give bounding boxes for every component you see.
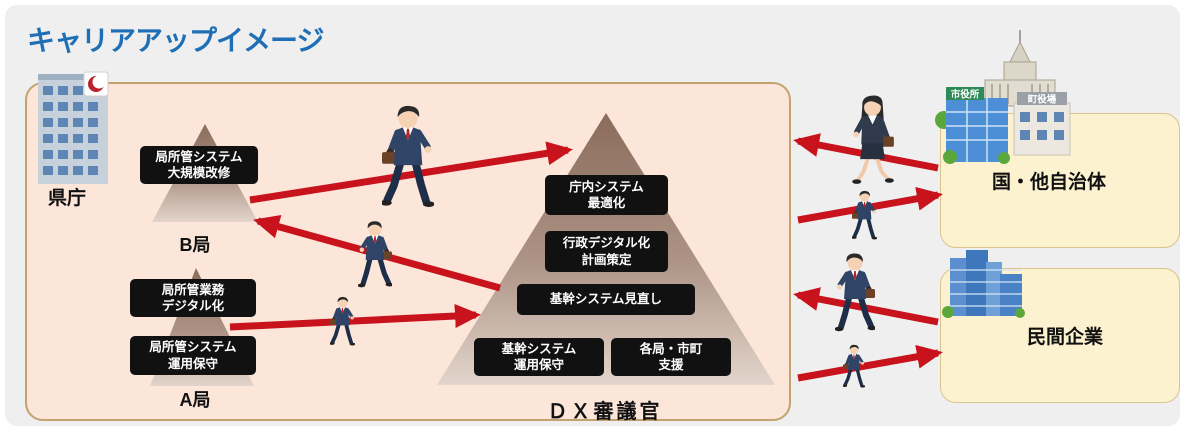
dx-label: ＤＸ審議官 [547, 401, 663, 423]
dx-task-box: 行政デジタル化 計画策定 [545, 231, 668, 272]
page-title: キャリアアップイメージ [27, 25, 324, 56]
dx-task-box: 庁内システム 最適化 [545, 175, 668, 215]
town-hall-building-icon: 町役場 [1013, 92, 1071, 156]
town-hall-sign: 町役場 [1028, 94, 1057, 106]
arrow-dx-to-private [797, 344, 943, 382]
businesswoman-running-illustration [852, 96, 894, 184]
dx-task-box: 基幹システム 運用保守 [474, 338, 604, 376]
dx-task-box: 各局・市町 支援 [611, 338, 731, 376]
bureau-a-task-box: 局所管システム 運用保守 [130, 336, 256, 375]
government-label: 国・他自治体 [991, 172, 1106, 193]
bureau-a-label: A局 [179, 390, 211, 410]
arrow-a-to-dx [229, 304, 481, 331]
businessman-running-illustration [380, 106, 435, 207]
businessman-jumping-illustration [835, 253, 877, 331]
bureau-b-task-box: 局所管システム 大規模改修 [140, 146, 258, 184]
businessman-running-left-illustration [358, 221, 394, 287]
company-buildings-icon [942, 250, 1025, 318]
private-sector-label: 民間企業 [1026, 327, 1103, 348]
city-hall-building-icon: 市役所 [935, 87, 1010, 164]
prefecture-label: 県庁 [48, 188, 87, 209]
city-hall-sign: 市役所 [951, 89, 980, 101]
dx-task-box: 基幹システム見直し [517, 284, 695, 315]
businessman-small-illustration [852, 190, 877, 240]
bureau-b-label: B局 [179, 235, 211, 255]
prefecture-building-icon [38, 71, 109, 184]
arrow-b-to-dx [249, 141, 573, 204]
bureau-a-task-box: 局所管業務 デジタル化 [130, 279, 256, 317]
arrow-private-to-dx [793, 287, 939, 326]
